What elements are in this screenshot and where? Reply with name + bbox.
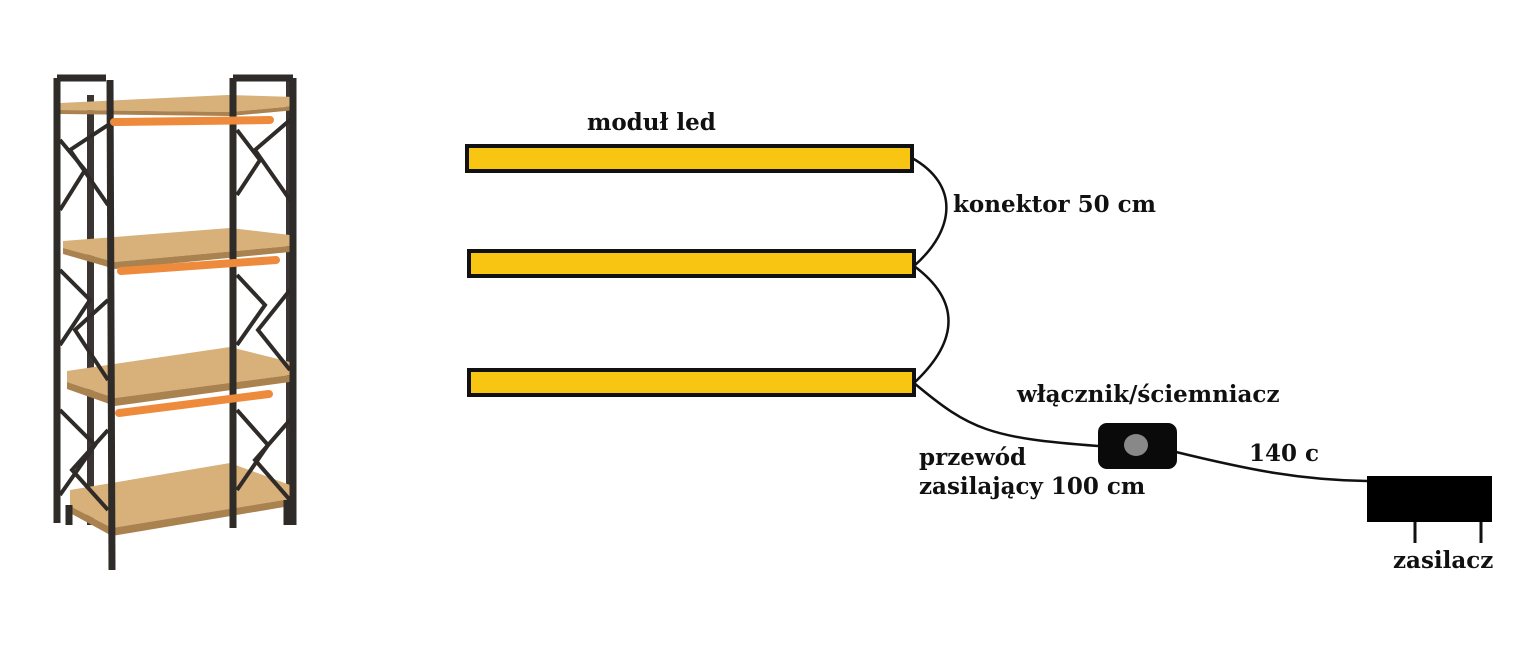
wires [911,156,1368,483]
label-cable-140: 140 c [1249,440,1320,467]
switch-dimmer-button [1124,434,1148,456]
label-power-cable-line1: przewód [919,444,1027,471]
shelf-board-1 [60,95,296,112]
shelf-led-strips [110,116,280,417]
shelf-illustration [53,74,297,571]
connector-wire-2-3 [913,264,950,384]
shelf-board-1-edge [60,106,296,116]
shelf-frame [53,74,297,571]
shelf-boards [60,95,296,536]
shelf-back-post-left [87,95,94,525]
shelf-led-strip-2 [117,256,280,275]
switch-dimmer [1098,423,1177,469]
led-module-3 [467,368,916,397]
power-cable-wire [913,382,1099,448]
shelf-legs [65,500,291,525]
shelf-led-strip-3 [115,390,273,417]
label-switch-dimmer: włącznik/ściemniacz [1017,381,1280,408]
shelf-lattice-left [58,123,110,512]
power-supply [1367,476,1492,543]
supply-cable-wire [1175,450,1368,483]
led-module-2 [467,249,916,278]
connector-wire-1-2 [911,156,948,267]
led-module-1 [465,144,914,173]
label-led-module: moduł led [587,109,716,136]
label-connector: konektor 50 cm [953,191,1157,218]
label-power-cable-line2: zasilający 100 cm [919,473,1146,500]
power-supply-body [1367,476,1492,522]
label-power-supply: zasilacz [1393,547,1494,574]
label-power-cable: przewód zasilający 100 cm [919,443,1145,501]
shelf-lattice-right [235,118,292,502]
led-modules [465,144,916,397]
shelf-led-strip-1 [110,116,274,126]
